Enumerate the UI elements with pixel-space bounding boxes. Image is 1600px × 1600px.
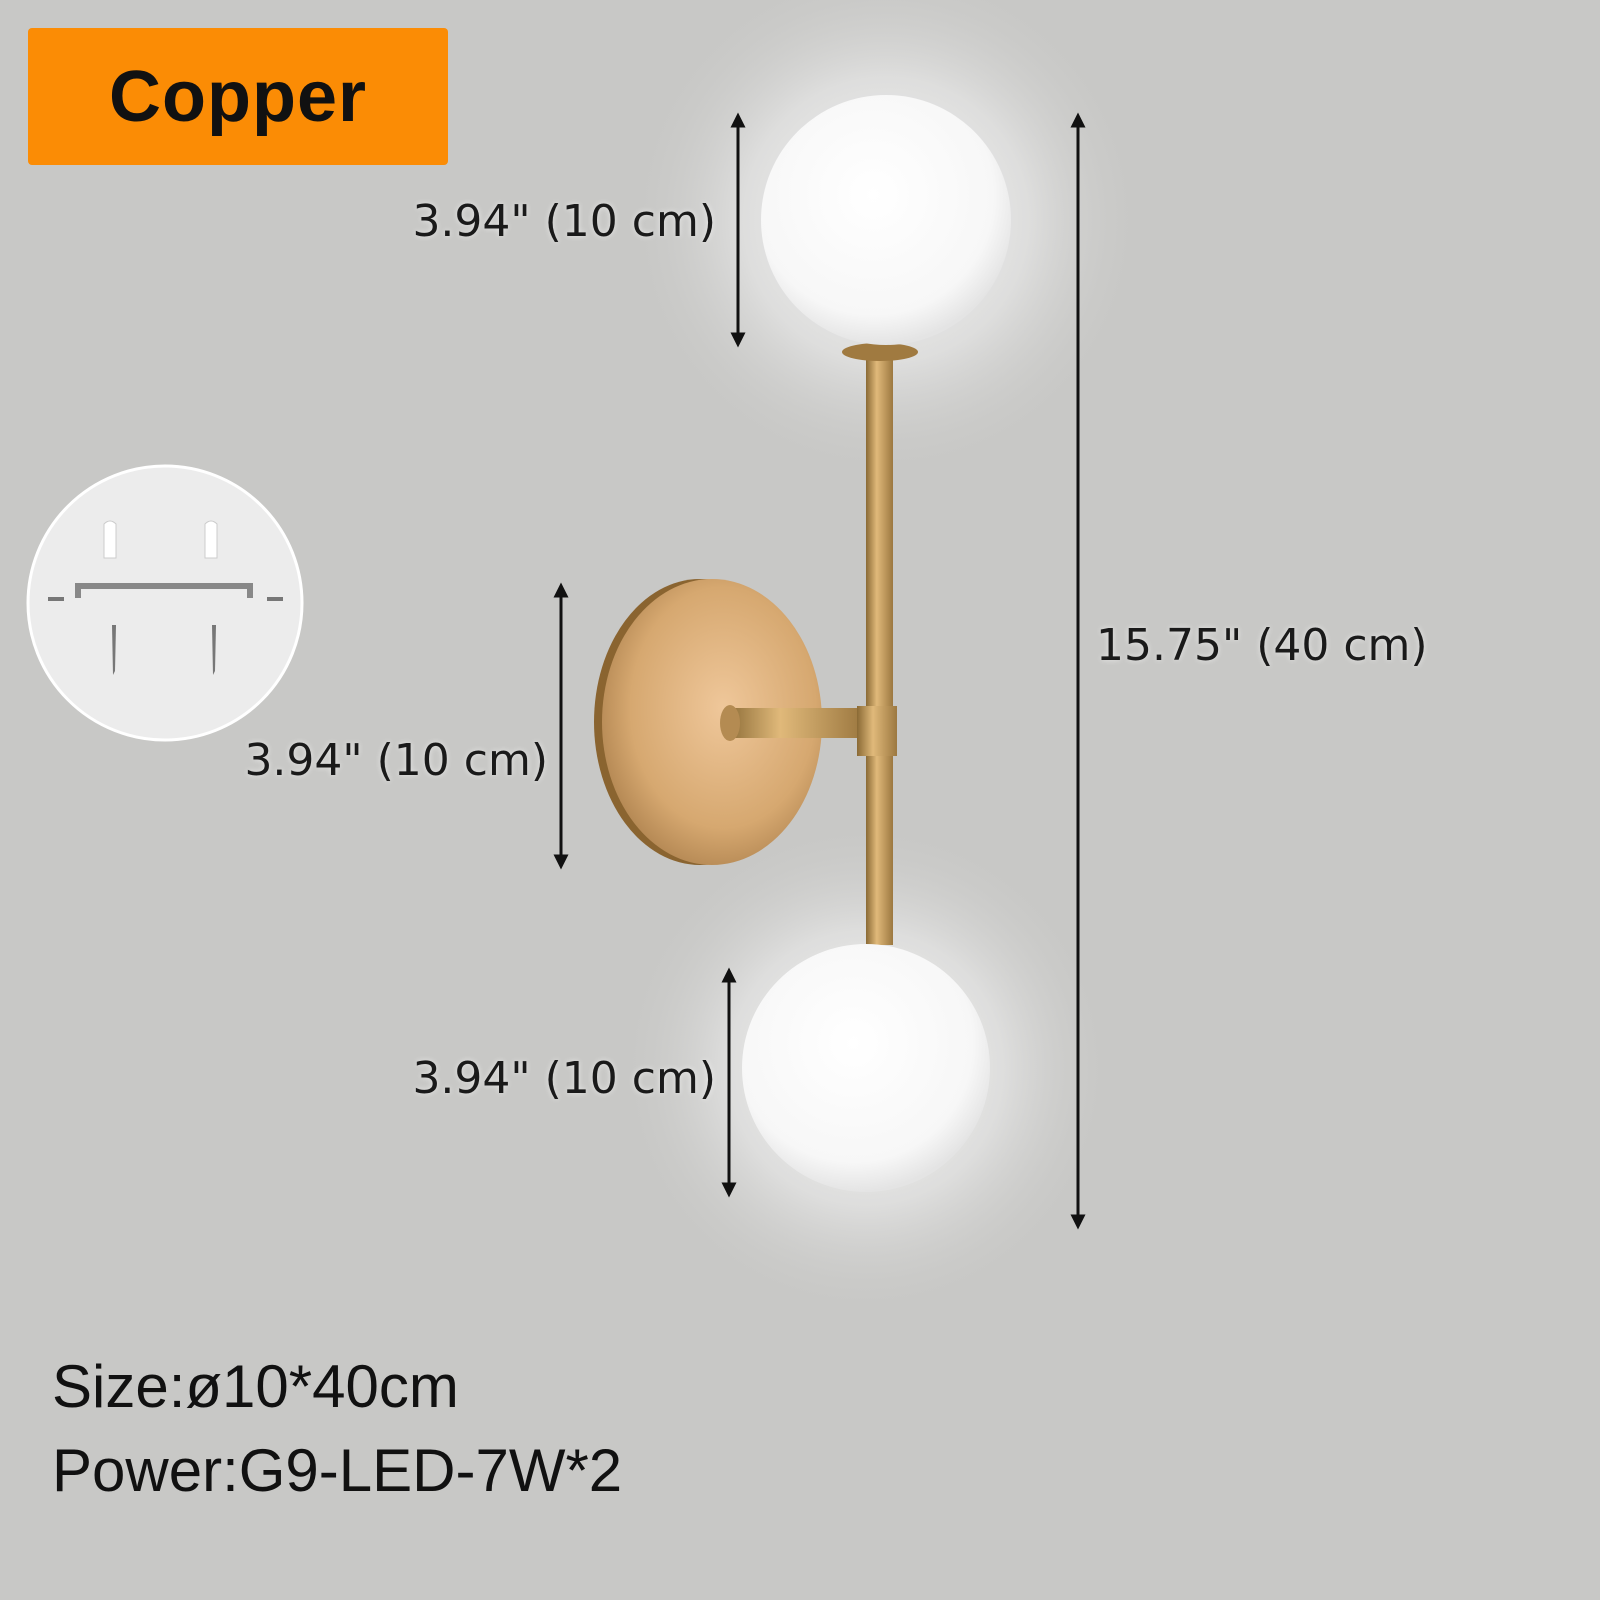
bottom-globe-dimension-label: 3.94" (10 cm) bbox=[412, 1053, 716, 1104]
size-spec: Size:ø10*40cm bbox=[52, 1353, 459, 1420]
total-height-label: 15.75" (40 cm) bbox=[1096, 620, 1428, 671]
top-globe-dimension-label: 3.94" (10 cm) bbox=[412, 196, 716, 247]
color-variant-label: Copper bbox=[109, 56, 367, 137]
top-globe bbox=[761, 95, 1011, 345]
stem bbox=[866, 345, 893, 945]
backplate bbox=[602, 579, 822, 865]
bottom-globe bbox=[742, 944, 990, 1192]
mounting-hardware-icon bbox=[26, 464, 304, 742]
collar bbox=[857, 706, 897, 756]
color-variant-badge: Copper bbox=[28, 28, 448, 165]
backplate-dimension-label: 3.94" (10 cm) bbox=[244, 735, 548, 786]
arm bbox=[725, 708, 863, 738]
power-spec: Power:G9-LED-7W*2 bbox=[52, 1437, 623, 1504]
